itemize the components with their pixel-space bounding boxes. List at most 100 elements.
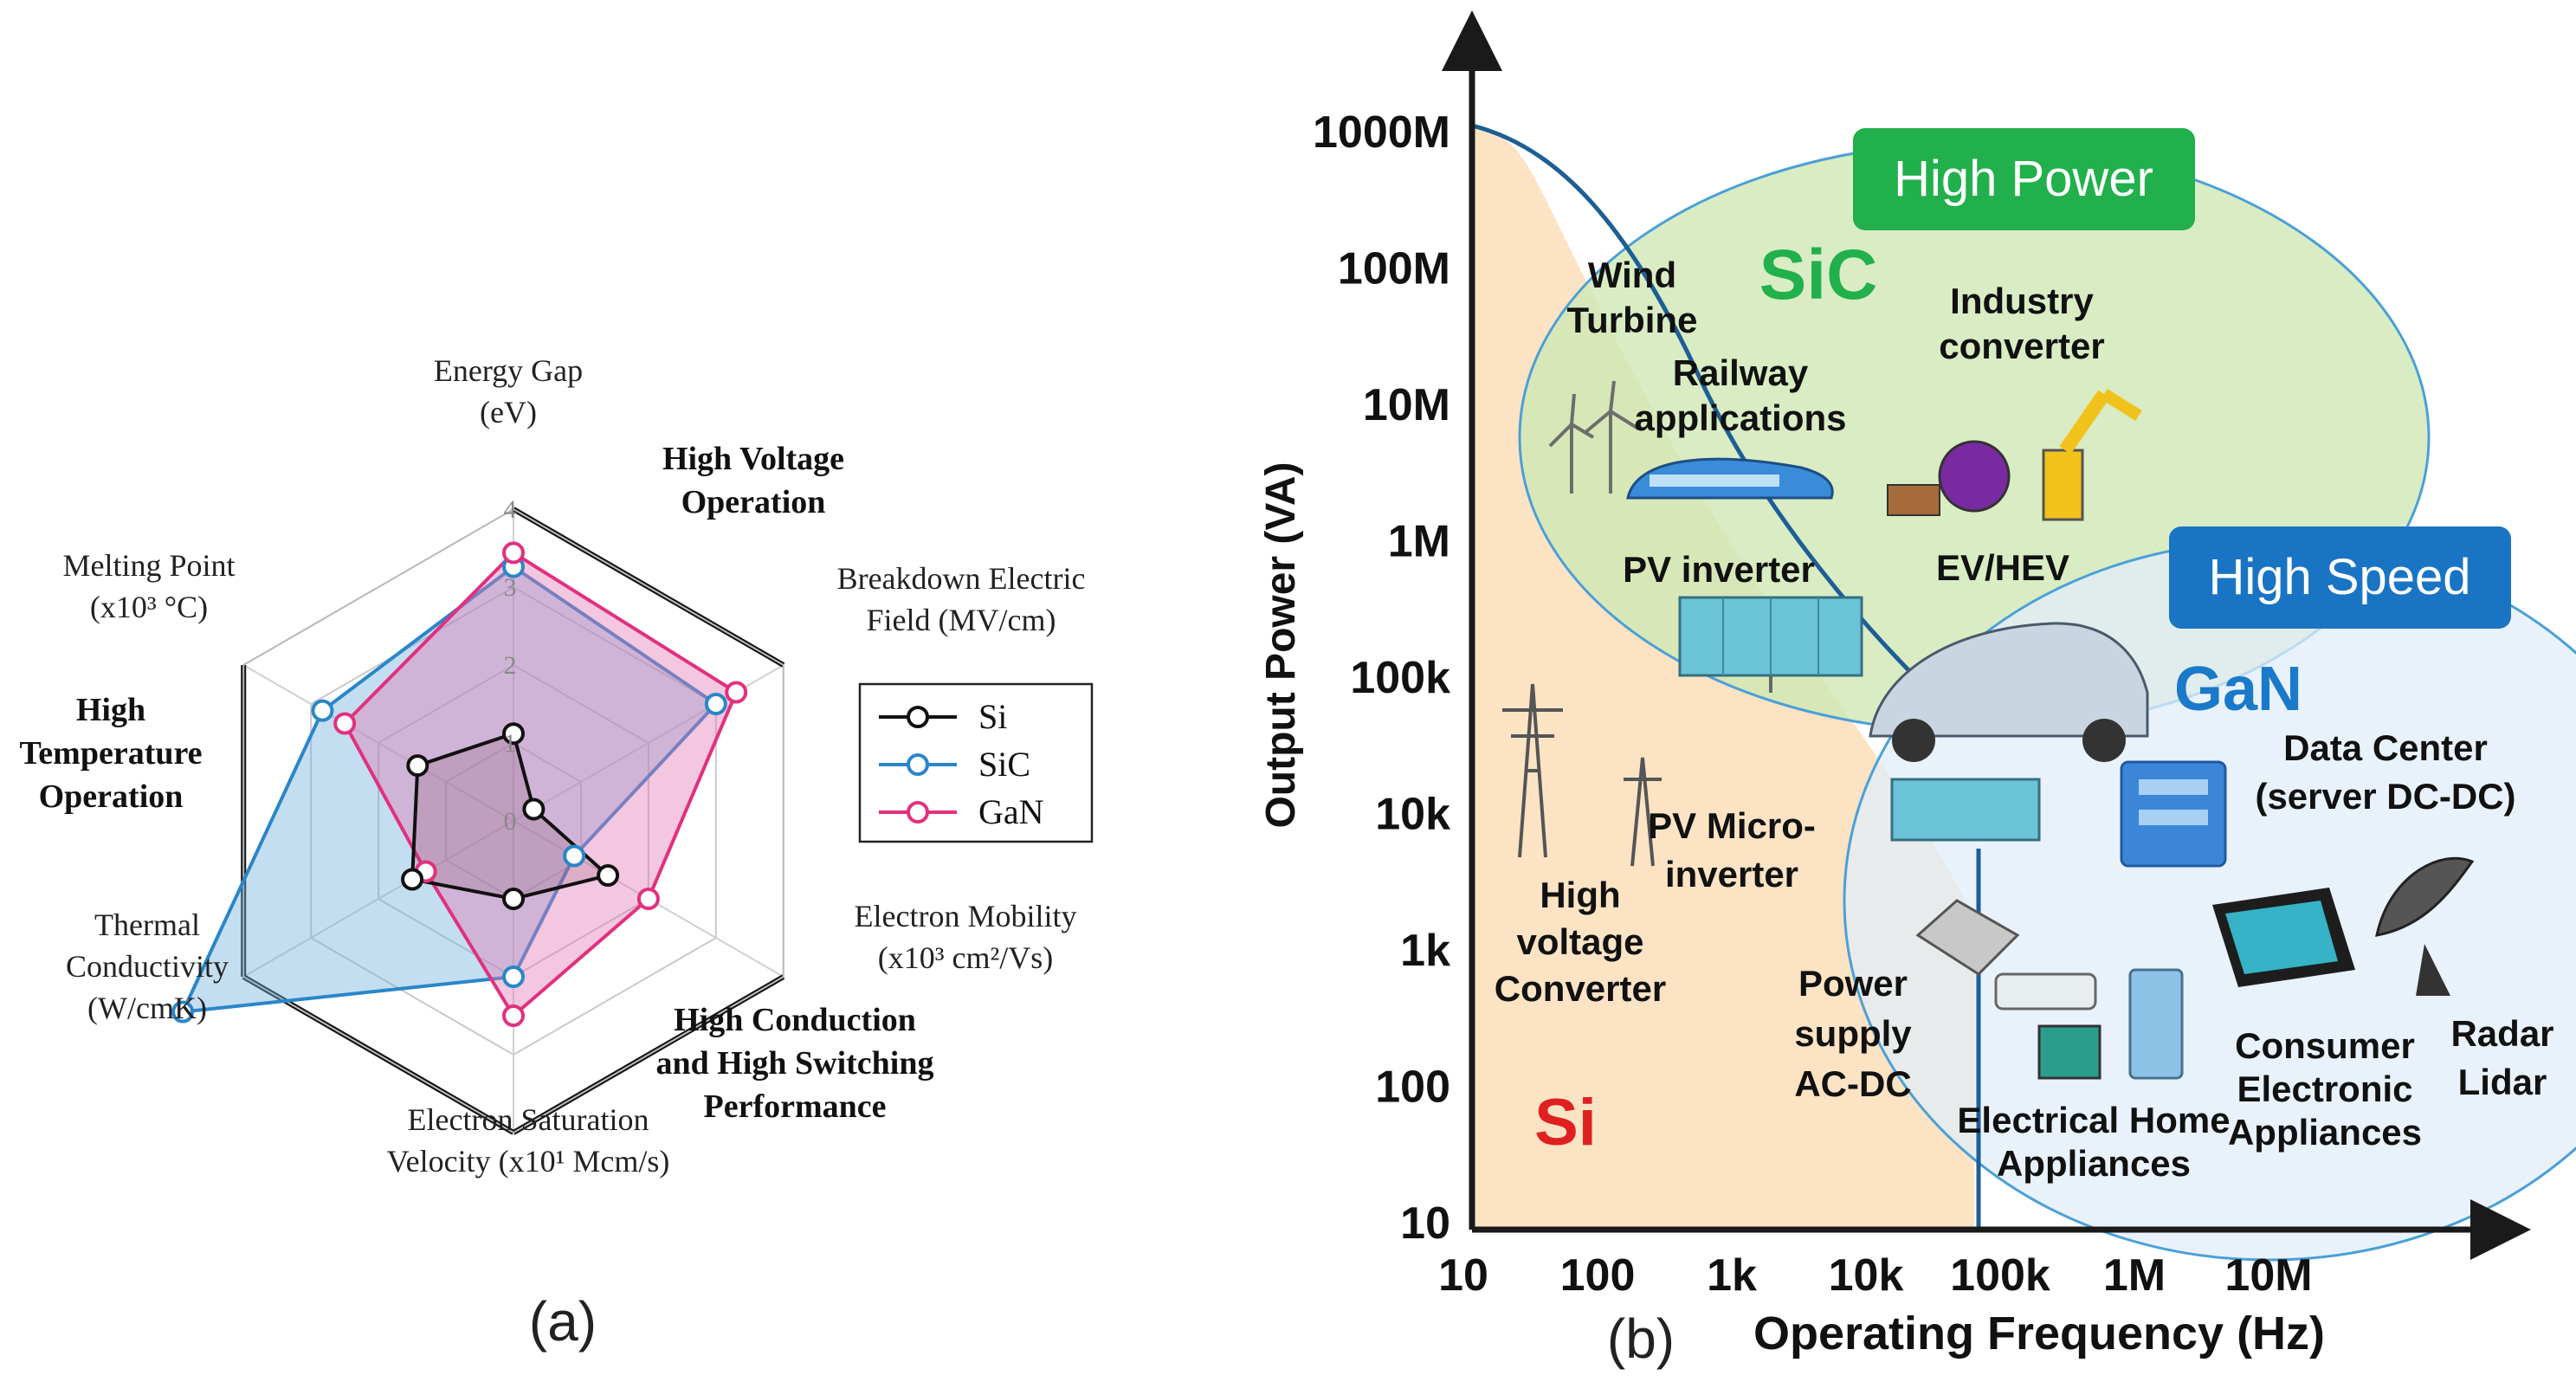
radar-axis-label-line: Electron Mobility — [855, 899, 1077, 933]
radar-axis-label-line: (W/cmK) — [87, 991, 207, 1025]
radar-point-sic — [704, 693, 727, 715]
radar-tick-label: 4 — [504, 495, 517, 524]
train-icon — [1626, 457, 1834, 500]
legend-label: GaN — [978, 792, 1044, 831]
high-power-box — [1853, 128, 2195, 230]
application-label-line: Railway — [1673, 352, 1809, 393]
radar-axis-label-line: (x10³ cm²/Vs) — [878, 940, 1054, 975]
panel-label-b: (b) — [1607, 1308, 1675, 1370]
radar-dish-icon — [2375, 856, 2475, 996]
legend-marker-sic — [907, 753, 929, 776]
radar-point-si — [502, 888, 525, 910]
y-tick-label: 100k — [1350, 653, 1450, 703]
radar-region-label-line: High Conduction — [674, 1002, 916, 1038]
application-label-line: (server DC-DC) — [2255, 776, 2515, 817]
y-tick-label: 1000M — [1313, 107, 1450, 158]
y-tick-label: 1M — [1388, 517, 1450, 567]
radar-axis-label: Melting Point(x10³ °C) — [62, 548, 235, 624]
application-label-line: High — [1540, 875, 1620, 915]
y-tick-label: 100M — [1338, 244, 1450, 294]
y-tick-label: 1k — [1400, 926, 1450, 976]
electric-car-icon — [1869, 622, 2149, 762]
x-tick-label: 100 — [1560, 1250, 1636, 1301]
application-label: PV inverter — [1623, 549, 1815, 590]
application-label-line: inverter — [1665, 854, 1798, 894]
application-label-line: Appliances — [2228, 1112, 2422, 1153]
application-label-line: Appliances — [1997, 1143, 2191, 1184]
radar-point-sic — [311, 699, 334, 722]
application-label-line: converter — [1939, 326, 2104, 366]
application-label-line: Data Center — [2283, 727, 2488, 768]
server-rack-icon — [2120, 760, 2227, 868]
transmission-tower-icon — [1502, 683, 1662, 867]
wind-turbine-icon — [1548, 380, 1640, 494]
radar-axis-label: Energy Gap(eV) — [434, 353, 583, 429]
x-axis-title: Operating Frequency (Hz) — [1753, 1308, 2325, 1359]
application-label-line: Radar — [2450, 1013, 2553, 1054]
application-label-line: PV inverter — [1623, 549, 1815, 590]
x-tick-label: 1k — [1707, 1250, 1757, 1301]
radar-tick-label: 0 — [504, 807, 517, 836]
application-label-line: EV/HEV — [1936, 547, 2069, 588]
radar-region-label-line: Operation — [39, 778, 184, 815]
y-tick-label: 100 — [1375, 1062, 1450, 1113]
radar-series-group — [171, 541, 748, 1027]
radar-region-label-line: High — [76, 692, 145, 728]
radar-point-si — [522, 798, 546, 821]
application-label: PV Micro-inverter — [1648, 805, 1816, 894]
radar-axis-label-line: Velocity (x10¹ Mcm/s) — [387, 1144, 670, 1179]
industrial-robot-icon — [1887, 389, 2142, 521]
y-tick-label: 10M — [1363, 380, 1450, 430]
application-label: EV/HEV — [1936, 547, 2069, 588]
high-speed-label: High Speed — [2208, 549, 2470, 605]
radar-outer-ring — [242, 507, 784, 1134]
radar-spoke — [242, 820, 514, 978]
radar-tick-label: 2 — [504, 651, 517, 680]
radar-point-gan — [725, 681, 748, 704]
application-label-line: Converter — [1495, 968, 1666, 1009]
radar-region-label-line: and High Switching — [656, 1045, 934, 1082]
radar-region-label-line: Operation — [681, 484, 826, 520]
radar-point-si — [406, 754, 429, 778]
application-label-line: Power — [1798, 963, 1908, 1004]
application-label-line: voltage — [1516, 921, 1643, 962]
application-label-line: Electronic — [2237, 1069, 2412, 1109]
panel-label-a: (a) — [529, 1290, 597, 1353]
application-label-line: Electrical Home — [1957, 1100, 2230, 1140]
radar-axis-label-line: Electron Saturation — [408, 1102, 649, 1137]
x-tick-label: 10M — [2224, 1250, 2312, 1301]
radar-spoke — [242, 664, 514, 822]
gan-material-label: GaN — [2174, 655, 2302, 724]
radar-axis-label: Electron Mobility (x10³ cm²/Vs) — [855, 899, 1077, 975]
application-label-line: applications — [1634, 397, 1846, 438]
radar-axis-label-line: Melting Point — [62, 548, 235, 583]
radar-point-gan — [636, 888, 660, 910]
radar-tick-label: 3 — [504, 573, 517, 602]
radar-point-si — [502, 722, 525, 746]
x-tick-label: 10k — [1829, 1250, 1904, 1301]
radar-point-si — [401, 868, 424, 891]
legend-marker-gan — [907, 801, 929, 823]
legend-marker-si — [907, 706, 929, 728]
radar-point-sic — [171, 1000, 195, 1024]
application-label-line: Consumer — [2235, 1025, 2415, 1066]
x-tick-label: 1M — [2103, 1250, 2166, 1301]
application-label: Data Center (server DC-DC) — [2255, 727, 2515, 817]
high-power-label: High Power — [1894, 151, 2153, 207]
laptop-icon — [2212, 888, 2355, 987]
